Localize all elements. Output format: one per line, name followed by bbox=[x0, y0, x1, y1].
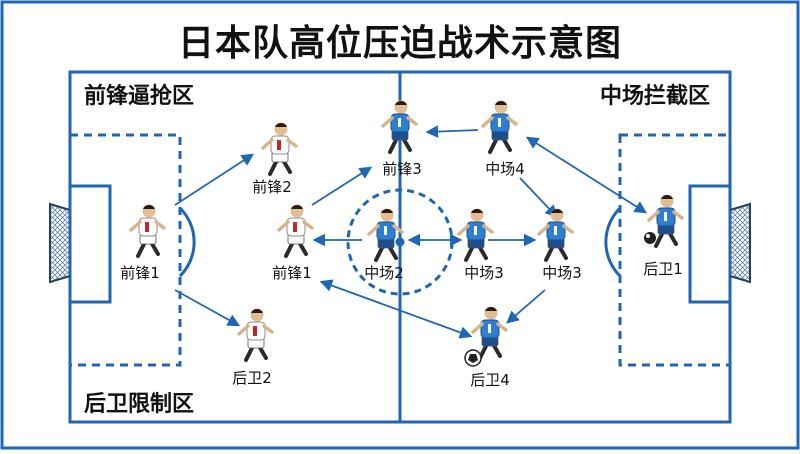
movement-arrows bbox=[174, 125, 648, 339]
left-penalty-arc bbox=[178, 206, 196, 278]
player-p_mf2_blue: 中场2 bbox=[364, 208, 404, 282]
player-p_mf3a_blue: 中场3 bbox=[457, 208, 504, 282]
left-goal bbox=[49, 202, 71, 284]
left-goal-area bbox=[68, 184, 112, 304]
ball-left bbox=[644, 232, 656, 244]
player-p_fw2_white: 前锋2 bbox=[252, 122, 298, 196]
zone-label-defense-limit: 后卫限制区 bbox=[84, 392, 195, 417]
arrow-fw1b-to-fw3 bbox=[311, 166, 373, 206]
player-p_fw1_white: 前锋1 bbox=[120, 204, 166, 282]
arrow-fw1-to-fw2 bbox=[174, 153, 255, 206]
player-p_fw3_blue: 前锋3 bbox=[381, 100, 422, 178]
arrow-mf4-to-fw3 bbox=[425, 125, 479, 138]
arrow-df1-to-mf4 bbox=[525, 136, 648, 214]
player-label: 前锋3 bbox=[382, 160, 422, 178]
player-p_df1_blue: 后卫1 bbox=[643, 194, 684, 278]
players-layer: 前锋1 前锋2 前锋1 后卫2 前锋3 中场4 中场2 中场3 中场3 后卫1 后卫4 bbox=[120, 100, 684, 389]
player-label: 后卫4 bbox=[470, 371, 510, 389]
player-label: 前锋2 bbox=[252, 178, 292, 196]
player-p_fw1b_white: 前锋1 bbox=[272, 204, 314, 282]
page-title: 日本队高位压迫战术示意图 bbox=[177, 23, 622, 64]
player-label: 中场3 bbox=[542, 264, 582, 282]
zone-label-midfield-intercept: 中场拦截区 bbox=[599, 84, 710, 109]
player-p_mf3b_blue: 中场3 bbox=[537, 208, 582, 282]
player-label: 后卫1 bbox=[643, 260, 683, 278]
arrow-fw1b-to-df4 bbox=[319, 279, 473, 339]
arrow-fw1-to-df2 bbox=[174, 289, 241, 327]
left-penalty-area bbox=[68, 133, 182, 367]
player-label: 前锋1 bbox=[120, 264, 160, 282]
player-label: 中场4 bbox=[485, 160, 525, 178]
arrow-mf4-to-mf3 bbox=[519, 177, 558, 218]
zone-label-forward-press: 前锋逼抢区 bbox=[84, 84, 195, 109]
player-p_df4_blue: 后卫4 bbox=[470, 306, 510, 389]
player-p_df2_white: 后卫2 bbox=[232, 308, 274, 387]
center-spot bbox=[395, 237, 405, 247]
player-label: 中场3 bbox=[464, 264, 504, 282]
player-label: 中场2 bbox=[364, 264, 404, 282]
right-penalty-area bbox=[618, 133, 732, 367]
right-goal-area bbox=[688, 184, 732, 304]
right-goal bbox=[729, 202, 751, 284]
right-penalty-arc bbox=[604, 206, 622, 278]
player-p_mf4_blue: 中场4 bbox=[481, 100, 525, 178]
arrow-mf3b-to-df4 bbox=[506, 289, 546, 324]
player-label: 后卫2 bbox=[232, 369, 272, 387]
player-label: 前锋1 bbox=[272, 264, 312, 282]
ball-bottom bbox=[464, 349, 482, 367]
